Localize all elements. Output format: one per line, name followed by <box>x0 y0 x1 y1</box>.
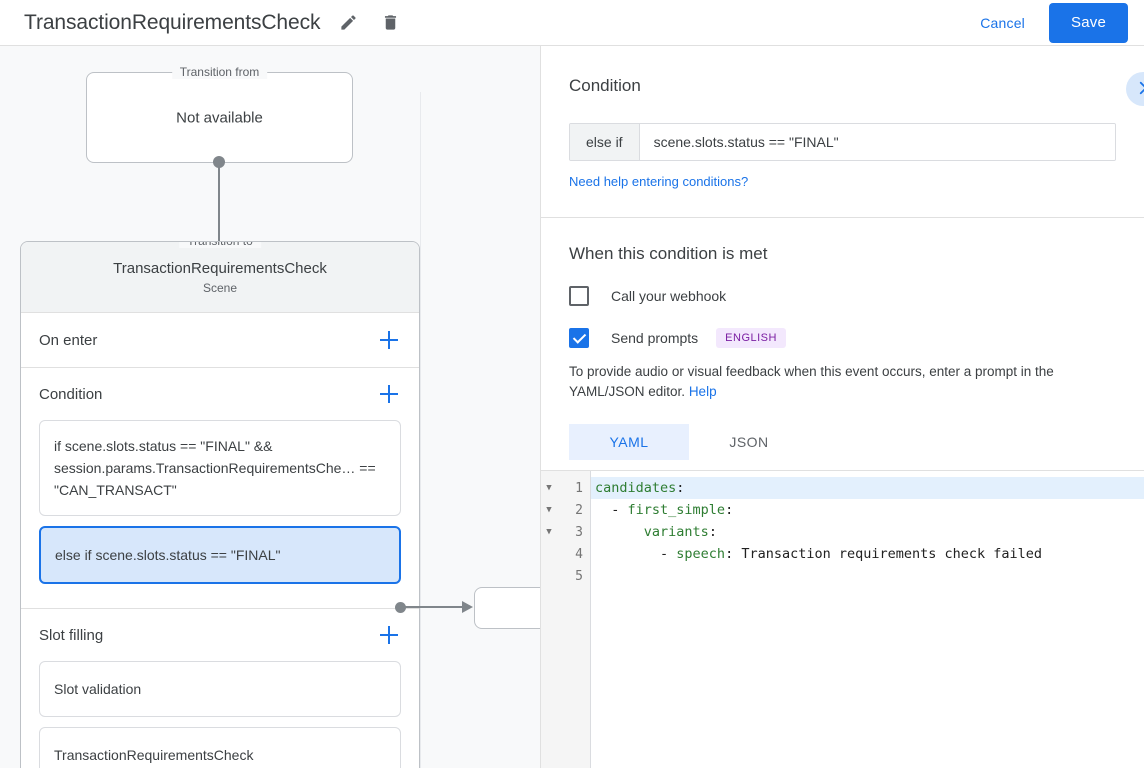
condition-expression-input[interactable] <box>639 124 1115 160</box>
transition-to-legend: Transition to <box>179 242 261 248</box>
trash-icon <box>381 13 400 32</box>
outgoing-connector-arrow <box>462 601 473 613</box>
slot-filling-item[interactable]: TransactionRequirementsCheck <box>39 727 401 768</box>
code-line[interactable]: - speech: Transaction requirements check… <box>595 546 1043 562</box>
on-enter-header: On enter <box>21 313 419 367</box>
add-on-enter-button[interactable] <box>377 328 401 352</box>
panel-divider <box>541 217 1144 218</box>
transition-from-legend: Transition from <box>171 65 268 79</box>
code-line[interactable]: variants: <box>643 524 717 540</box>
gutter-line: ▼2 <box>541 499 590 521</box>
code-line[interactable]: - first_simple: <box>595 502 734 518</box>
section-on-enter: On enter <box>21 313 419 368</box>
yaml-key: first_simple <box>627 502 726 518</box>
expand-panel-button[interactable] <box>1126 72 1144 106</box>
language-badge: ENGLISH <box>716 328 786 348</box>
flow-canvas[interactable]: Transition from Not available Transition… <box>0 46 540 768</box>
slot-filling-item[interactable]: Slot validation <box>39 661 401 717</box>
section-slot-filling: Slot filling Slot validation Transaction… <box>21 609 419 768</box>
fold-arrow-icon[interactable]: ▼ <box>546 483 552 493</box>
chevron-right-icon <box>1134 79 1144 100</box>
condition-header: Condition <box>21 368 419 420</box>
condition-section: Condition else if Need help entering con… <box>541 46 1144 217</box>
prompt-description-text: To provide audio or visual feedback when… <box>569 364 1054 399</box>
condition-input-row[interactable]: else if <box>569 123 1116 161</box>
edit-title-button[interactable] <box>334 9 362 37</box>
line-number: 2 <box>575 502 583 518</box>
call-webhook-checkbox[interactable] <box>569 286 589 306</box>
transition-from-card[interactable]: Transition from Not available <box>86 65 353 163</box>
transition-from-value: Not available <box>176 109 263 126</box>
condition-item-selected[interactable]: else if scene.slots.status == "FINAL" <box>39 526 401 584</box>
prompt-help-link[interactable]: Help <box>688 384 717 399</box>
pencil-icon <box>339 13 358 32</box>
line-number: 1 <box>575 480 583 496</box>
save-button[interactable]: Save <box>1049 2 1128 43</box>
section-condition: Condition if scene.slots.status == "FINA… <box>21 368 419 609</box>
when-condition-met-section: When this condition is met Call your web… <box>541 218 1144 460</box>
line-number: 4 <box>575 546 583 562</box>
condition-title: Condition <box>39 385 103 403</box>
transition-to-card[interactable]: Transition to TransactionRequirementsChe… <box>20 241 420 768</box>
send-prompts-row[interactable]: Send prompts ENGLISH <box>569 328 1116 348</box>
tab-yaml[interactable]: YAML <box>569 424 689 460</box>
gutter-line: 5 <box>541 565 590 587</box>
prompt-description: To provide audio or visual feedback when… <box>569 362 1116 402</box>
page-title: TransactionRequirementsCheck <box>24 10 321 34</box>
add-slot-filling-button[interactable] <box>377 623 401 647</box>
editor-code-area[interactable]: candidates: - first_simple: variants: - … <box>591 471 1144 768</box>
target-node-card[interactable] <box>474 587 540 629</box>
send-prompts-label: Send prompts <box>611 330 699 346</box>
delete-button[interactable] <box>376 9 404 37</box>
webhook-row[interactable]: Call your webhook <box>569 286 1116 306</box>
outgoing-connector-line <box>404 606 464 608</box>
code-line[interactable] <box>591 565 1144 587</box>
condition-help-link[interactable]: Need help entering conditions? <box>569 174 749 189</box>
code-line[interactable]: candidates: <box>591 477 1144 499</box>
fold-arrow-icon[interactable]: ▼ <box>546 527 552 537</box>
editor-tabs: YAML JSON <box>569 424 1116 460</box>
outgoing-connector-dot <box>395 602 406 613</box>
on-enter-title: On enter <box>39 331 98 349</box>
condition-heading: Condition <box>569 76 641 95</box>
fold-arrow-icon[interactable]: ▼ <box>546 505 552 515</box>
call-webhook-label: Call your webhook <box>611 288 727 304</box>
gutter-line: 4 <box>541 543 590 565</box>
yaml-key: speech <box>676 546 726 562</box>
gutter-line: ▼3 <box>541 521 590 543</box>
canvas-guideline <box>420 92 421 768</box>
add-condition-button[interactable] <box>377 382 401 406</box>
app-header: TransactionRequirementsCheck Cancel Save <box>0 0 1144 46</box>
transition-to-header: TransactionRequirementsCheck Scene <box>21 242 419 313</box>
line-number: 5 <box>575 568 583 584</box>
yaml-key: candidates <box>595 480 677 496</box>
when-met-heading: When this condition is met <box>569 244 768 263</box>
cancel-button[interactable]: Cancel <box>970 7 1035 39</box>
slot-filling-header: Slot filling <box>21 609 419 661</box>
tab-json[interactable]: JSON <box>689 424 809 460</box>
slot-filling-title: Slot filling <box>39 626 104 644</box>
transition-to-type: Scene <box>202 280 238 295</box>
yaml-key: variants <box>643 524 709 540</box>
gutter-line: ▼1 <box>541 477 590 499</box>
condition-item[interactable]: if scene.slots.status == "FINAL" && sess… <box>39 420 401 516</box>
transition-to-name: TransactionRequirementsCheck <box>113 259 327 277</box>
send-prompts-checkbox[interactable] <box>569 328 589 348</box>
connector-line-vertical <box>218 160 220 266</box>
line-number: 3 <box>575 524 583 540</box>
condition-operator-label: else if <box>570 124 640 160</box>
details-panel: Condition else if Need help entering con… <box>540 46 1144 768</box>
